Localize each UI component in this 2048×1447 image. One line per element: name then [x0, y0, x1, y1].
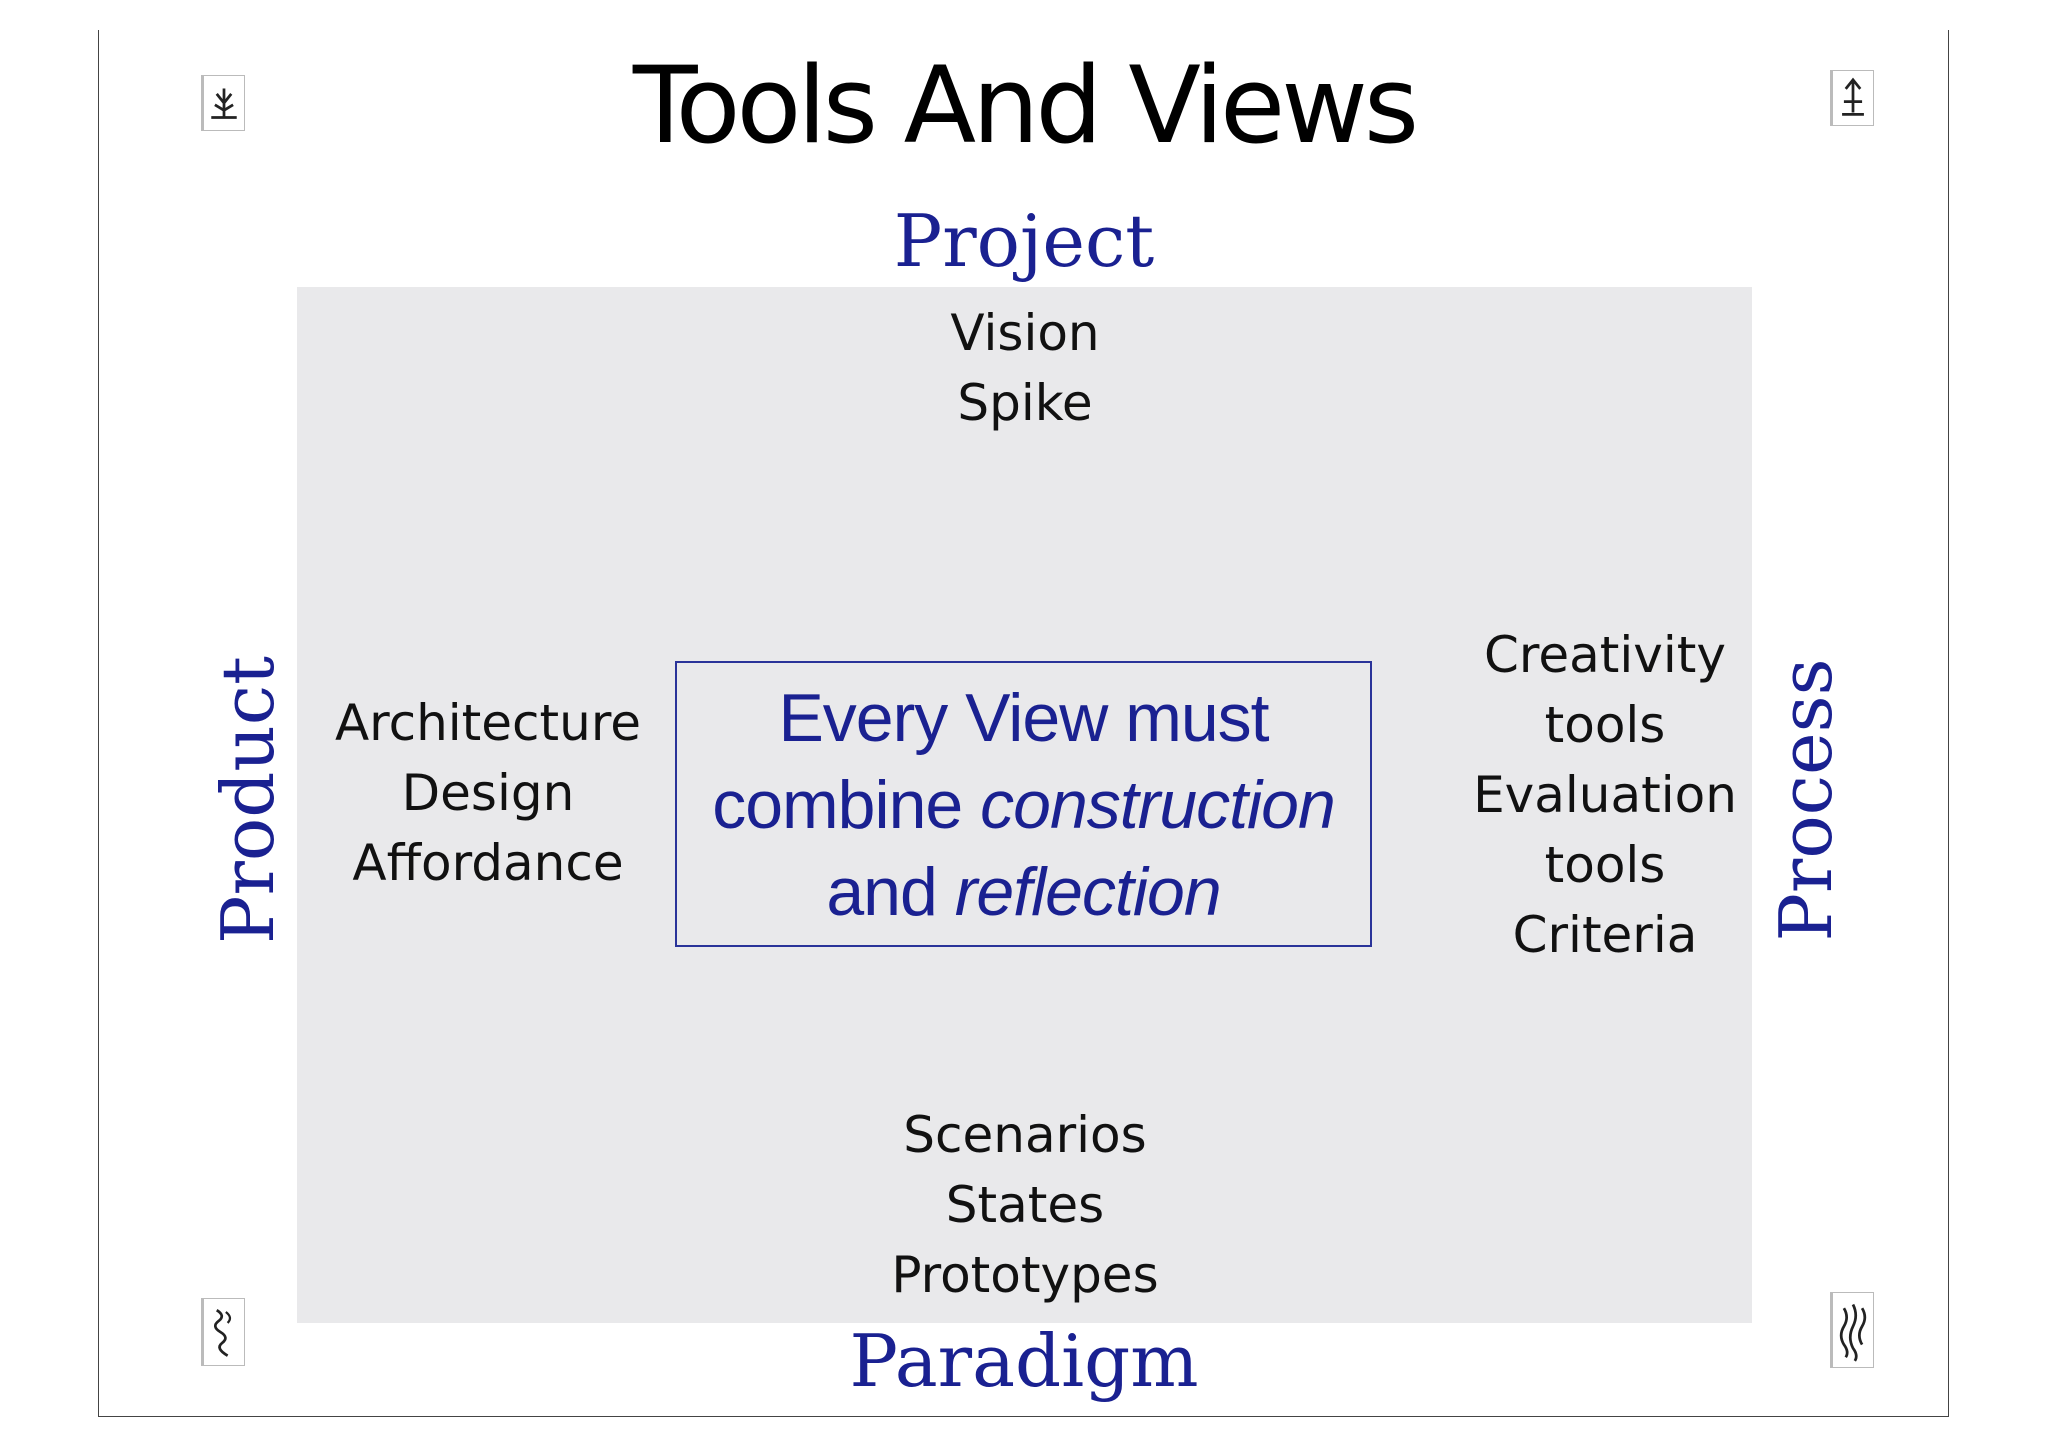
list-item: States	[945, 1176, 1105, 1234]
axis-label-process: Process	[1764, 658, 1848, 942]
list-item: Creativity	[1484, 626, 1726, 684]
center-line-3-text: and	[826, 854, 955, 930]
list-bottom: Scenarios States Prototypes	[840, 1100, 1210, 1310]
list-item: Scenarios	[903, 1106, 1147, 1164]
list-item: Architecture	[334, 694, 642, 752]
center-statement-box: Every View must combine construction and…	[675, 661, 1372, 947]
list-item: Affordance	[352, 834, 624, 892]
list-item: Spike	[957, 374, 1093, 432]
slide-frame	[98, 30, 1949, 1417]
content-panel	[297, 287, 1752, 1323]
center-line-2-emphasis: construction	[980, 767, 1336, 843]
list-item: Criteria	[1512, 906, 1698, 964]
arrow-up-icon	[1830, 70, 1874, 126]
center-line-3-emphasis: reflection	[954, 854, 1222, 930]
list-item: Evaluation	[1473, 766, 1737, 824]
axis-label-project: Project	[893, 199, 1155, 283]
axis-label-paradigm: Paradigm	[849, 1319, 1199, 1403]
wavy-lines-icon	[1830, 1292, 1874, 1368]
center-line-1: Every View must	[778, 680, 1269, 756]
list-item: tools	[1544, 696, 1666, 754]
list-left: Architecture Design Affordance	[318, 688, 658, 898]
list-right: Creativity tools Evaluation tools Criter…	[1455, 620, 1755, 970]
center-line-2-text: combine	[712, 767, 981, 843]
axis-label-product: Product	[206, 656, 290, 944]
slide-title: Tools And Views	[632, 44, 1419, 167]
list-item: tools	[1544, 836, 1666, 894]
center-line-2: combine construction	[677, 762, 1370, 849]
list-top: Vision Spike	[850, 298, 1200, 438]
squiggle-icon	[201, 1298, 245, 1366]
list-item: Prototypes	[891, 1246, 1159, 1304]
list-item: Design	[401, 764, 575, 822]
plant-sprout-icon	[201, 75, 245, 131]
center-line-3: and reflection	[677, 849, 1370, 936]
list-item: Vision	[950, 304, 1100, 362]
